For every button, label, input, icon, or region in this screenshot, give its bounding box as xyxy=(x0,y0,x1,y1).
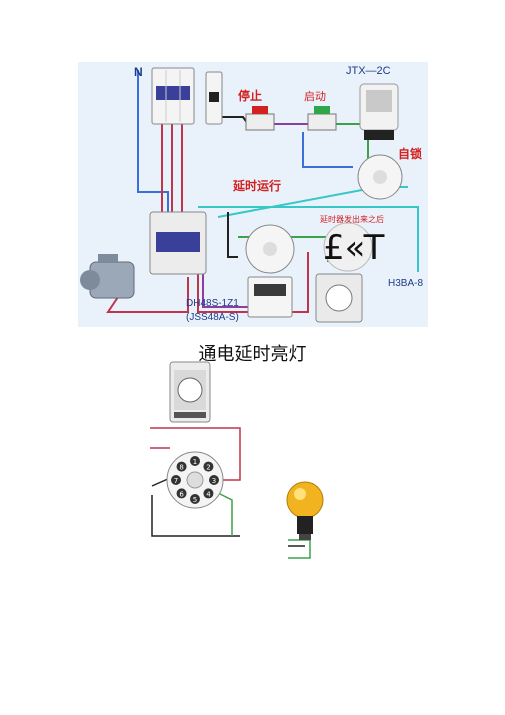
stop-label: 停止 xyxy=(238,88,262,103)
socket-pin-label: 3 xyxy=(212,477,216,485)
timer-model-label: DH48S-1Z1 xyxy=(186,298,239,309)
wire-top-red xyxy=(150,427,241,481)
socket-pin-1 xyxy=(190,456,200,466)
relay-label: JTX—2C xyxy=(346,65,391,77)
timer-socket xyxy=(245,224,295,274)
delay-light-svg: 1 234 5 678 xyxy=(150,361,324,559)
neutral-label: N xyxy=(134,65,143,79)
socket-pins: 1 234 5 678 xyxy=(171,456,219,504)
eight-pin-socket: 1 234 5 678 xyxy=(166,451,224,509)
socket-pin-label: 6 xyxy=(179,490,184,498)
timer-dh48s xyxy=(247,276,293,318)
self-lock-label: 自锁 xyxy=(398,146,422,161)
watermark-text: £«T xyxy=(323,228,385,268)
wire-motor xyxy=(106,277,189,313)
socket-pin-label: 8 xyxy=(179,464,183,472)
wire-delay-run-2 xyxy=(198,206,419,272)
wire-bottom-black xyxy=(151,495,240,537)
wiring-diagram-svg: N JTX—2C 停止 启动 自锁 延时运行 延时器发出来之后 £«T DH48… xyxy=(80,65,423,323)
wiring-diagram-delayed-start: N JTX—2C 停止 启动 自锁 延时运行 延时器发出来之后 £«T DH48… xyxy=(78,62,428,327)
wire-stop-start xyxy=(273,119,314,125)
wire-self-lock xyxy=(302,132,353,168)
timer-device xyxy=(169,361,211,423)
stop-button-device xyxy=(245,106,275,131)
delay-note-label: 延时器发出来之后 xyxy=(320,214,384,224)
start-label: 启动 xyxy=(304,90,326,103)
relay-socket xyxy=(357,154,403,200)
timer-model-alt-label: (JSS48A-S) xyxy=(186,312,239,323)
three-pole-breaker xyxy=(151,67,195,125)
diagram2-title: 通电延时亮灯 xyxy=(198,344,307,365)
relay-jtx-2c xyxy=(359,83,399,140)
socket-pin-2 xyxy=(203,461,214,472)
socket-pin-3 xyxy=(209,475,219,485)
socket-pin-6 xyxy=(176,488,187,499)
socket-pin-label: 7 xyxy=(174,477,178,485)
single-pole-breaker xyxy=(205,71,223,125)
socket-pin-4 xyxy=(203,488,214,499)
delay-run-label: 延时运行 xyxy=(232,178,281,193)
socket-pin-label: 2 xyxy=(206,464,210,472)
socket-pin-label: 5 xyxy=(193,496,197,504)
timer-model2-label: H3BA-8 xyxy=(388,278,423,289)
wire-green-down xyxy=(217,492,233,536)
contactor xyxy=(149,211,207,275)
wire-timer-feed xyxy=(227,212,238,258)
socket-pin-label: 4 xyxy=(206,490,211,498)
socket-pin-label: 1 xyxy=(193,458,197,466)
socket-pin-8 xyxy=(176,461,187,472)
socket-pin-5 xyxy=(190,494,200,504)
start-button-device xyxy=(307,106,337,131)
socket-pin-7 xyxy=(171,475,181,485)
timer-h3ba xyxy=(315,273,363,323)
light-bulb xyxy=(286,481,324,540)
motor xyxy=(80,254,135,299)
watermark-socket xyxy=(323,222,373,272)
wire-lamp-green xyxy=(288,539,311,559)
